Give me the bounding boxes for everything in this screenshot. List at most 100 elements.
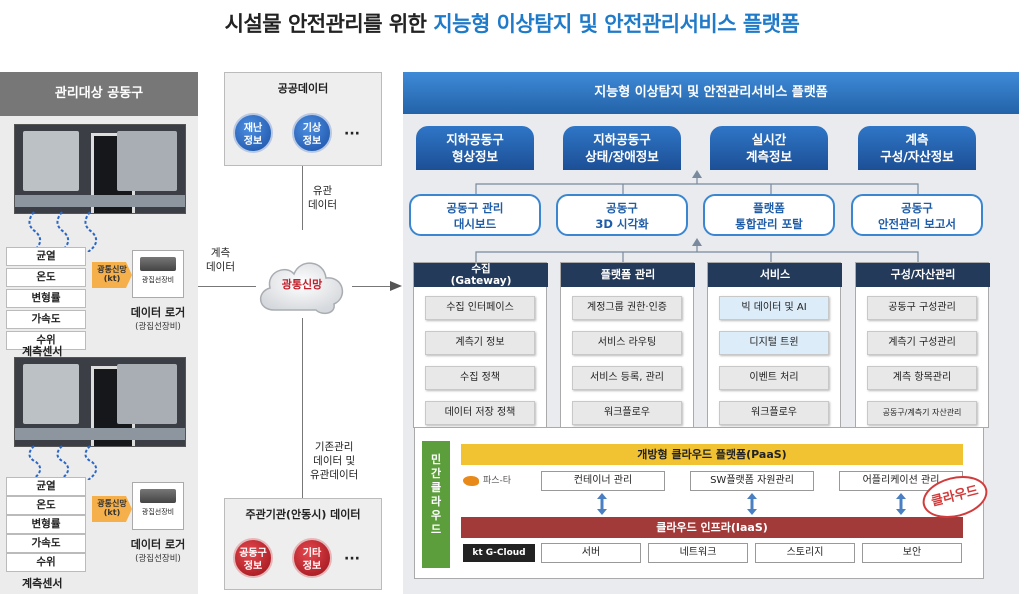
private-cloud-label: 민 간 클 라 우 드	[422, 441, 450, 568]
column-item: 서비스 등록, 관리	[572, 366, 682, 390]
paas-item: SW플랫폼 자원관리	[690, 471, 814, 491]
tree-connectors	[475, 238, 919, 262]
tunnel-photo	[14, 357, 186, 447]
column-header: 플랫폼 관리	[561, 263, 695, 287]
sensor-item: 수위	[6, 331, 86, 350]
sensor-list-1: 균열 온도 변형률 가속도 수위	[6, 247, 86, 350]
column-header: 구성/자산관리	[856, 263, 990, 287]
more-dots: ···	[344, 551, 360, 567]
public-link-label: 유관 데이터	[308, 185, 337, 211]
service-box: 공동구 3D 시각화	[556, 194, 688, 236]
title-highlight: 지능형 이상탐지 및 안전관리서비스 플랫폼	[433, 12, 800, 36]
iaas-item: 보안	[862, 543, 962, 563]
iaas-bar: 클라우드 인프라(IaaS)	[461, 517, 963, 538]
disaster-info-circle: 재난 정보	[233, 113, 273, 153]
page-title: 시설물 안전관리를 위한 지능형 이상탐지 및 안전관리서비스 플랫폼	[0, 8, 1024, 38]
iaas-item: 네트워크	[648, 543, 748, 563]
column-item: 계측기 정보	[425, 331, 535, 355]
paas-logo-text: 파스-타	[483, 476, 512, 486]
sensors-label: 계측센서	[22, 345, 63, 358]
sensor-item: 균열	[6, 477, 86, 496]
public-data-title: 공공데이터	[277, 82, 329, 95]
service-box: 공동구 안전관리 보고서	[851, 194, 983, 236]
tunnel-photo	[14, 124, 186, 214]
column-item: 빅 데이터 및 AI	[719, 296, 829, 320]
sensor-item: 균열	[6, 247, 86, 266]
data-logger-device: 광집선장비	[132, 482, 184, 530]
top-info-box: 실시간 계측정보	[710, 126, 828, 170]
column-header: 서비스	[708, 263, 842, 287]
column-header: 수집 (Gateway)	[414, 263, 548, 287]
column-item: 계측기 구성관리	[867, 331, 977, 355]
weather-info-circle: 기상 정보	[292, 113, 332, 153]
column-item: 서비스 라우팅	[572, 331, 682, 355]
iaas-item: 스토리지	[755, 543, 855, 563]
sensor-item: 변형률	[6, 289, 86, 308]
service-box: 공동구 관리 대시보드	[409, 194, 541, 236]
column-item: 디지털 트윈	[719, 331, 829, 355]
top-info-box: 계측 구성/자산정보	[858, 126, 976, 170]
sensor-wires	[28, 211, 98, 252]
signal-tag: 광통신망 (kt)	[92, 262, 132, 288]
paas-logo: 파스-타	[463, 471, 535, 491]
kt-gcloud-logo: kt G-Cloud	[463, 544, 535, 562]
connector-line	[352, 286, 392, 287]
network-label: 광통신망	[281, 278, 323, 291]
tree-connectors	[475, 170, 919, 194]
platform-header: 지능형 이상탐지 및 안전관리서비스 플랫폼	[403, 72, 1019, 114]
column-item: 공동구 구성관리	[867, 296, 977, 320]
data-logger-device: 광집선장비	[132, 250, 184, 298]
connector-line	[302, 166, 303, 230]
logger-name: 데이터 로거	[130, 538, 186, 551]
network-cloud-icon	[260, 262, 344, 315]
updown-arrow-icon	[896, 493, 906, 515]
platform-mgmt-column: 플랫폼 관리 계정그룹 권한·인증 서비스 라우팅 서비스 등록, 관리 워크플…	[560, 262, 695, 428]
existing-data-label: 기존관리 데이터 및 유관데이터	[310, 441, 359, 481]
connector-line	[302, 318, 303, 498]
top-info-box: 지하공동구 상태/장애정보	[563, 126, 681, 170]
column-item: 워크플로우	[719, 401, 829, 425]
asset-mgmt-column: 구성/자산관리 공동구 구성관리 계측기 구성관리 계측 항목관리 공동구/계측…	[855, 262, 990, 428]
iaas-item: 서버	[541, 543, 641, 563]
signal-tag: 광통신망 (kt)	[92, 496, 132, 522]
sensor-item: 가속도	[6, 310, 86, 329]
agency-data-title: 주관기관(안동시) 데이터	[245, 508, 361, 521]
logger-caption: 광집선장비	[141, 276, 175, 284]
connector-line	[198, 286, 256, 287]
column-item: 워크플로우	[572, 401, 682, 425]
paas-item: 컨테이너 관리	[541, 471, 665, 491]
sensor-item: 온도	[6, 268, 86, 287]
gateway-column: 수집 (Gateway) 수집 인터페이스 계측기 정보 수집 정책 데이터 저…	[413, 262, 548, 428]
logger-caption: 광집선장비	[141, 508, 175, 516]
column-item: 계측 항목관리	[867, 366, 977, 390]
paas-bar: 개방형 클라우드 플랫폼(PaaS)	[461, 444, 963, 465]
sensor-list-2: 균열 온도 변형률 가속도 수위	[6, 477, 86, 572]
sensor-item: 변형률	[6, 515, 86, 534]
sensors-label: 계측센서	[22, 577, 63, 590]
updown-arrow-icon	[747, 493, 757, 515]
paas-logo-icon	[463, 475, 479, 486]
top-info-box: 지하공동구 형상정보	[416, 126, 534, 170]
arrow-right-icon	[390, 281, 402, 291]
sensor-item: 가속도	[6, 534, 86, 553]
logger-sub: (광집선장비)	[135, 322, 181, 332]
sensor-wires	[28, 445, 98, 480]
service-column: 서비스 빅 데이터 및 AI 디지털 트윈 이벤트 처리 워크플로우	[707, 262, 842, 428]
utility-tunnel-info-circle: 공동구 정보	[233, 538, 273, 578]
more-dots: ···	[344, 126, 360, 142]
left-panel-header: 관리대상 공동구	[0, 72, 198, 116]
column-item: 계정그룹 권한·인증	[572, 296, 682, 320]
service-box: 플랫폼 통합관리 포탈	[703, 194, 835, 236]
column-item: 이벤트 처리	[719, 366, 829, 390]
title-main: 시설물 안전관리를 위한	[224, 12, 434, 36]
column-item: 데이터 저장 정책	[425, 401, 535, 425]
column-item: 수집 인터페이스	[425, 296, 535, 320]
updown-arrow-icon	[597, 493, 607, 515]
column-item: 공동구/계측기 자산관리	[867, 401, 977, 425]
column-item: 수집 정책	[425, 366, 535, 390]
logger-sub: (광집선장비)	[135, 554, 181, 564]
sensor-item: 온도	[6, 496, 86, 515]
measure-label: 계측 데이터	[206, 247, 235, 273]
logger-name: 데이터 로거	[130, 306, 186, 319]
other-info-circle: 기타 정보	[292, 538, 332, 578]
